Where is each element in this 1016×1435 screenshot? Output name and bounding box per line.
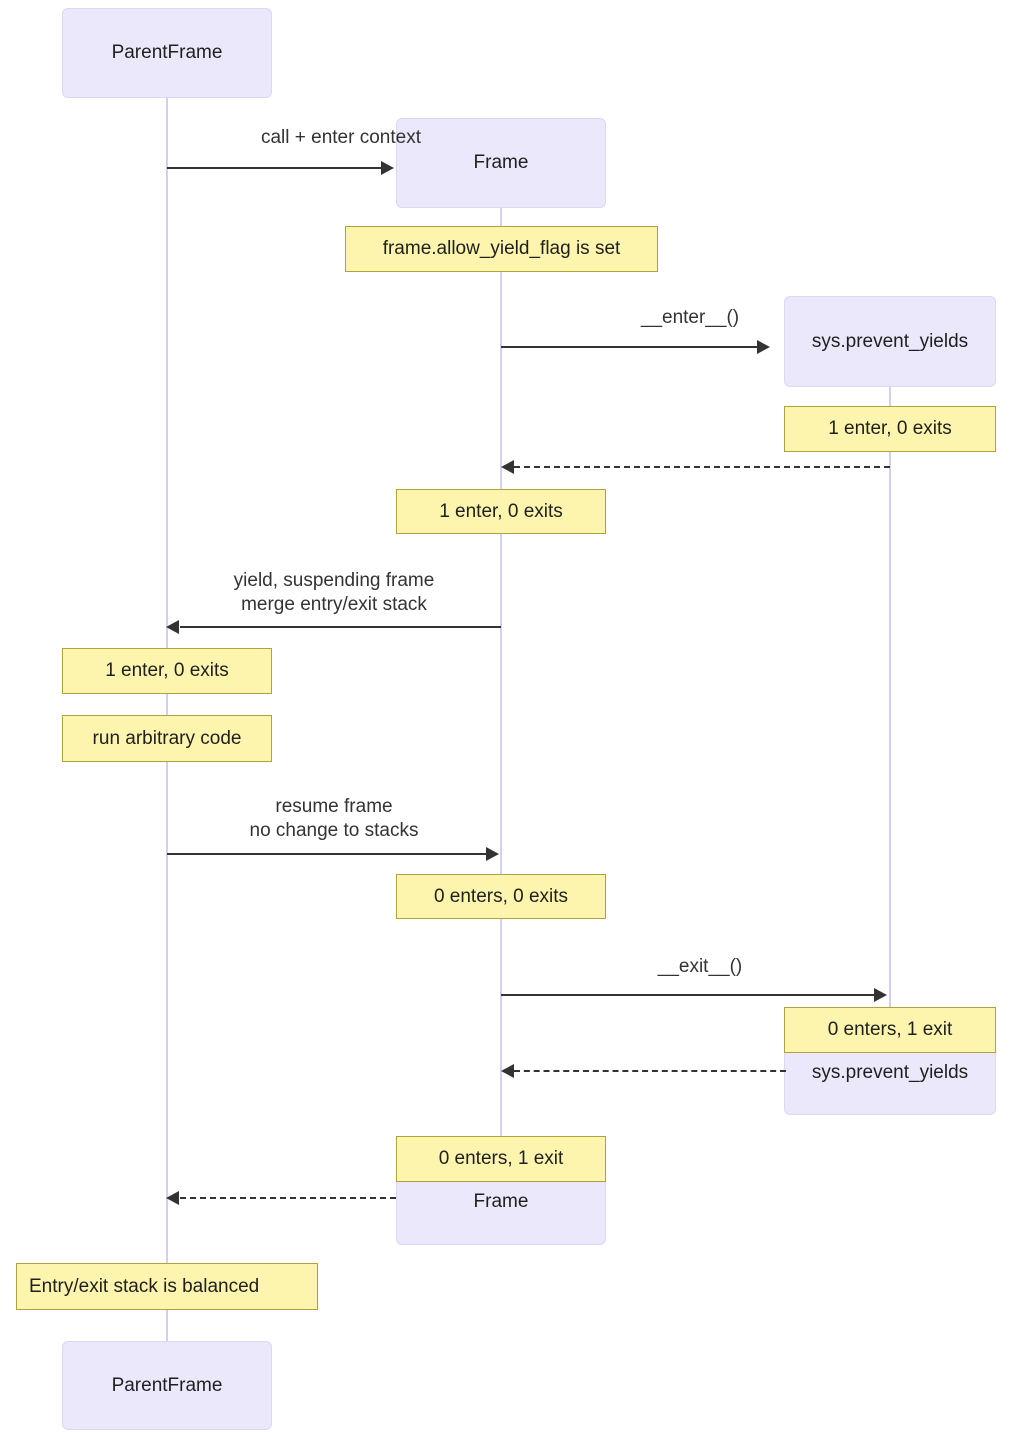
note-frame-exit-state: 0 enters, 1 exit	[396, 1136, 606, 1182]
arrowhead-left-icon	[166, 620, 179, 634]
message-arrow-exit-call	[501, 994, 876, 996]
message-arrow-resume-frame	[167, 853, 487, 855]
message-arrow-yield-suspend	[180, 626, 501, 628]
return-arrow-frame-to-parent	[180, 1197, 396, 1199]
note-text: 0 enters, 0 exits	[433, 885, 569, 907]
note-run-arbitrary-code: run arbitrary code	[62, 715, 272, 762]
note-text: 1 enter, 0 exits	[105, 660, 229, 681]
lifeline-sys-prevent-yields	[889, 387, 891, 1007]
actor-label: ParentFrame	[111, 1374, 223, 1396]
lifeline-frame	[500, 208, 502, 1180]
actor-label: Frame	[473, 152, 529, 173]
arrowhead-right-icon	[486, 847, 499, 861]
arrowhead-left-icon	[501, 460, 514, 474]
note-text: frame.allow_yield_flag is set	[382, 238, 621, 259]
note-frame-enter-state: 1 enter, 0 exits	[396, 489, 606, 534]
arrowhead-right-icon	[874, 988, 887, 1002]
actor-label: ParentFrame	[111, 42, 223, 63]
note-text: 1 enter, 0 exits	[439, 500, 563, 522]
note-text: Entry/exit stack is balanced	[29, 1275, 260, 1297]
note-parent-enter-state: 1 enter, 0 exits	[62, 648, 272, 694]
message-arrow-call-enter-context	[167, 167, 383, 169]
message-arrow-enter-call	[501, 346, 759, 348]
arrowhead-right-icon	[757, 340, 770, 354]
note-allow-yield-flag: frame.allow_yield_flag is set	[345, 226, 658, 272]
actor-label: Frame	[473, 1191, 529, 1212]
arrowhead-left-icon	[501, 1064, 514, 1078]
actor-label: sys.prevent_yields	[811, 330, 969, 352]
actor-parentframe-top[interactable]: ParentFrame	[62, 8, 272, 98]
note-sys-enter-state: 1 enter, 0 exits	[784, 406, 996, 452]
message-label-yield-suspend: yield, suspending frame merge entry/exit…	[233, 570, 435, 616]
note-sys-exit-state: 0 enters, 1 exit	[784, 1007, 996, 1053]
message-label-call-enter-context: call + enter context	[260, 127, 421, 148]
note-frame-zero-state: 0 enters, 0 exits	[396, 874, 606, 919]
note-text: 1 enter, 0 exits	[828, 418, 952, 439]
actor-frame-top[interactable]: Frame	[396, 118, 606, 208]
return-arrow-sys-to-frame	[514, 466, 890, 468]
actor-parentframe-bottom[interactable]: ParentFrame	[62, 1341, 272, 1430]
return-arrow-sys-to-frame-exit	[514, 1070, 786, 1072]
note-text: run arbitrary code	[92, 727, 242, 749]
actor-sys-prevent-yields-top[interactable]: sys.prevent_yields	[784, 296, 996, 387]
message-label-enter-call: __enter__()	[640, 307, 740, 328]
note-balanced: Entry/exit stack is balanced	[16, 1263, 318, 1310]
note-text: 0 enters, 1 exit	[827, 1019, 953, 1040]
arrowhead-left-icon	[166, 1191, 179, 1205]
message-label-resume-frame: resume frame no change to stacks	[249, 796, 419, 842]
arrowhead-right-icon	[381, 161, 394, 175]
actor-label: sys.prevent_yields	[811, 1062, 969, 1083]
note-text: 0 enters, 1 exit	[438, 1148, 564, 1169]
message-label-exit-call: __exit__()	[657, 956, 743, 977]
